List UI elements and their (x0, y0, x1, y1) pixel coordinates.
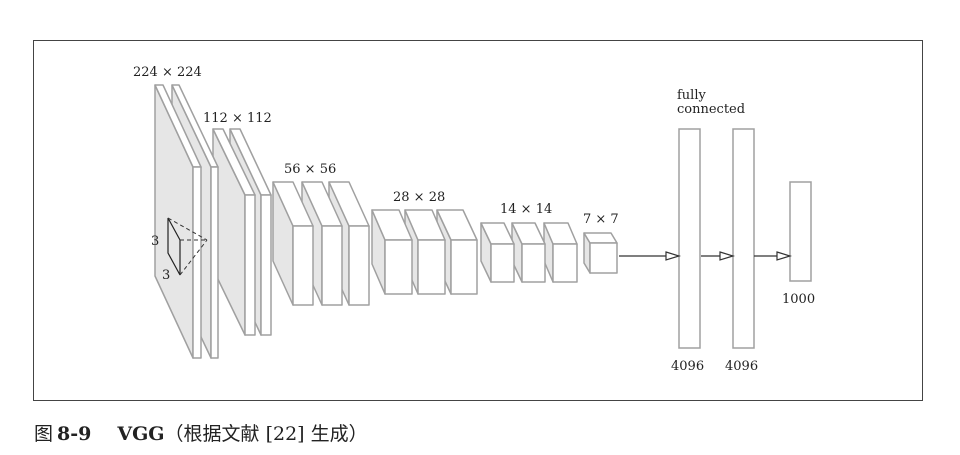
fc-layer-3 (789, 181, 812, 282)
feature-map-2-1 (212, 128, 256, 336)
front-face (417, 239, 446, 295)
front-face (348, 225, 370, 306)
front-face (450, 239, 478, 295)
layer-label-224: 224 × 224 (133, 65, 202, 80)
fc-title-line2: connected (677, 102, 745, 117)
feature-map-6-1 (583, 232, 618, 274)
kernel-width-label: 3 (162, 268, 170, 283)
top-face (583, 232, 618, 244)
fully-connected-layers (678, 128, 812, 349)
caption-title: VGG (117, 423, 165, 445)
feature-map-5-3 (543, 222, 578, 283)
front-face (244, 194, 256, 336)
caption-rest: （根据文献 [22] 生成） (164, 423, 368, 445)
front-face (521, 243, 546, 283)
feature-map-3-1 (272, 181, 314, 306)
arrow-head-icon (776, 251, 793, 261)
feature-map-5-1 (480, 222, 515, 283)
fc-label-2: 4096 (725, 359, 758, 374)
layer-label-28: 28 × 28 (393, 190, 445, 205)
arrows (619, 251, 793, 261)
feature-map-1-1 (154, 84, 202, 359)
caption-prefix: 图 (34, 423, 54, 445)
layer-label-56: 56 × 56 (284, 162, 336, 177)
front-face (210, 166, 219, 359)
front-face (552, 243, 578, 283)
layer-label-14: 14 × 14 (500, 202, 552, 217)
layer-label-112: 112 × 112 (203, 111, 272, 126)
figure-frame (33, 40, 923, 401)
fc-layer-2 (732, 128, 755, 349)
feature-map-4-1 (371, 209, 413, 295)
front-face (490, 243, 515, 283)
layer-label-7: 7 × 7 (583, 212, 619, 227)
front-face (292, 225, 314, 306)
front-face (589, 242, 618, 274)
kernel-height-label: 3 (151, 234, 159, 249)
arrow-head-icon (665, 251, 682, 261)
arrow-head-icon (719, 251, 736, 261)
front-face (192, 166, 202, 359)
fc-title-line1: fully (677, 88, 706, 103)
caption-number: 8-9 (57, 423, 92, 445)
front-face (260, 194, 272, 336)
front-face (384, 239, 413, 295)
kernel-indicator: 3 3 (151, 217, 208, 283)
fc-layer-1 (678, 128, 701, 349)
fc-label-1: 4096 (671, 359, 704, 374)
feature-map-5-2 (511, 222, 546, 283)
kernel-projection (167, 217, 208, 276)
fc-label-3: 1000 (782, 292, 815, 307)
front-face (321, 225, 343, 306)
